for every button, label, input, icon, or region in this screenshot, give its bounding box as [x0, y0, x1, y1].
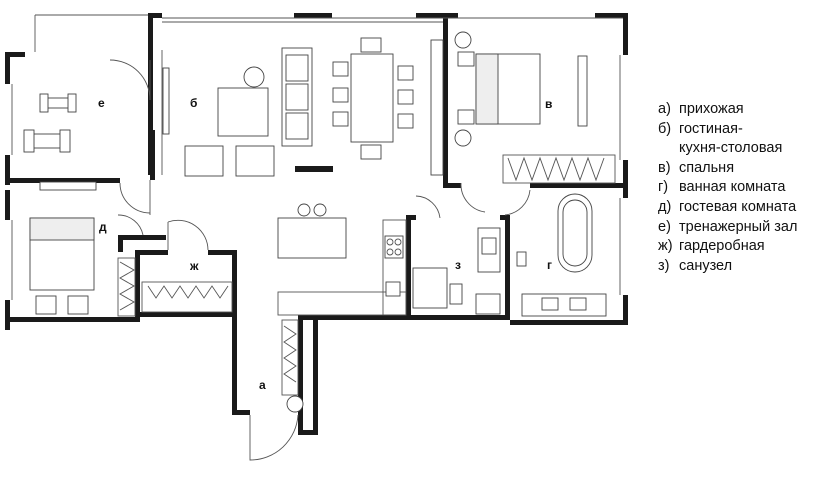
gym-equipment — [23, 93, 77, 153]
guest-room-furniture — [29, 181, 97, 315]
legend-item: д) гостевая комната — [658, 198, 833, 218]
legend-item: а) прихожая — [658, 100, 833, 120]
thin-lines — [11, 14, 623, 461]
legend-letter: з) — [658, 257, 670, 274]
bathroom-furniture — [412, 193, 607, 317]
legend-letter: в) — [658, 159, 671, 176]
legend-item: з) санузел — [658, 257, 833, 277]
floor-plan: а б в г д е ж з — [5, 13, 628, 461]
walls — [5, 13, 628, 435]
legend-text: ванная комната — [679, 179, 786, 196]
legend-text: кухня-столовая — [679, 140, 783, 157]
room-label-a: а — [259, 378, 266, 392]
legend-letter — [658, 139, 679, 159]
legend-item: в) спальня — [658, 159, 833, 179]
legend-item: ж) гардеробная — [658, 237, 833, 257]
legend-text: гостиная- — [679, 120, 743, 137]
room-label-b: б — [190, 96, 197, 110]
room-label-zh: ж — [189, 259, 199, 273]
legend-item: г) ванная комната — [658, 178, 833, 198]
legend: а) прихожая б) гостиная- кухня-столовая … — [658, 100, 833, 276]
legend-text: прихожая — [679, 101, 744, 117]
legend-text: санузел — [679, 257, 733, 274]
legend-letter: а) — [658, 101, 671, 117]
legend-text: гостевая комната — [679, 198, 797, 215]
room-label-v: в — [545, 97, 552, 111]
room-label-d: д — [99, 220, 107, 234]
legend-letter: г) — [658, 179, 669, 196]
legend-item: кухня-столовая — [658, 139, 833, 159]
legend-letter: ж) — [658, 238, 673, 255]
legend-text: тренажерный зал — [679, 218, 798, 235]
room-label-e: е — [98, 96, 105, 110]
wardrobe-hatching — [119, 156, 605, 413]
room-label-g: г — [547, 258, 552, 272]
legend-letter: д) — [658, 198, 672, 215]
legend-item: е) тренажерный зал — [658, 218, 833, 238]
legend-letter: е) — [658, 218, 671, 235]
bedroom-furniture — [454, 31, 588, 147]
legend-letter: б) — [658, 120, 672, 137]
legend-text: спальня — [679, 159, 735, 176]
living-room-furniture — [162, 37, 444, 297]
legend-item: б) гостиная- — [658, 120, 833, 140]
legend-text: гардеробная — [679, 238, 765, 255]
room-labels: а б в г д е ж з — [98, 96, 552, 392]
room-label-z: з — [455, 258, 461, 272]
